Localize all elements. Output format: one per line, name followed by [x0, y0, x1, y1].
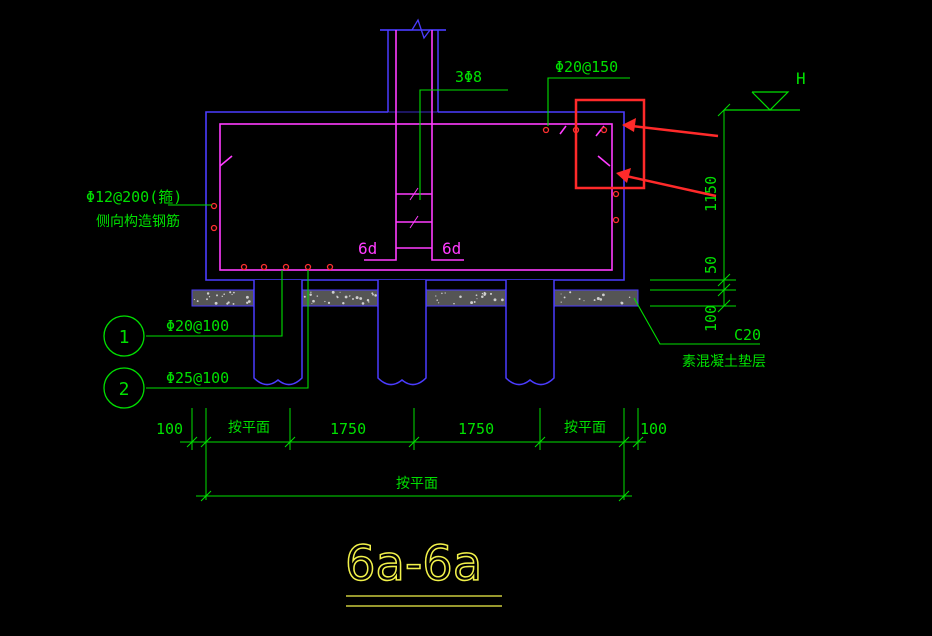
- stirrup-label: 3Φ8: [455, 68, 482, 86]
- rebar-dots: [210, 126, 620, 271]
- callout-1-number: 1: [119, 327, 130, 348]
- hook-length-left: 6d: [358, 239, 377, 258]
- dim-1750-right: 1750: [458, 420, 494, 438]
- dim-by-plan-right: 按平面: [564, 420, 606, 436]
- cushion-label: 素混凝土垫层: [682, 354, 766, 370]
- concrete-grade: C20: [734, 326, 761, 344]
- side-rebar-desc: 侧向构造钢筋: [96, 213, 180, 230]
- section-title: 6a-6a: [345, 536, 482, 592]
- dim-100-right: 100: [640, 420, 667, 438]
- pile-2: [377, 280, 427, 386]
- horizontal-dimension: [180, 408, 646, 502]
- callout-2-text: Φ25@100: [166, 369, 229, 387]
- piles: [253, 280, 555, 386]
- dim-100: 100: [702, 305, 720, 332]
- highlight-box: [574, 98, 646, 190]
- rebar-cage: [219, 30, 613, 271]
- hook-length-right: 6d: [442, 239, 461, 258]
- pile-1: [253, 280, 303, 386]
- callout-1: 1 Φ20@100: [103, 315, 229, 357]
- level-triangle-icon: [724, 91, 800, 111]
- level-mark: H: [796, 69, 806, 88]
- pile-3: [505, 280, 555, 386]
- dim-1750-left: 1750: [330, 420, 366, 438]
- vertical-dimension: [650, 103, 736, 313]
- callout-2-number: 2: [119, 379, 130, 400]
- dim-100-left: 100: [156, 420, 183, 438]
- callout-2: 2 Φ25@100: [103, 367, 229, 409]
- dim-50: 50: [702, 256, 720, 274]
- dim-overall: 按平面: [396, 476, 438, 492]
- callout-1-text: Φ20@100: [166, 317, 229, 335]
- arrow-icon: [616, 118, 719, 198]
- top-rebar-label: Φ20@150: [555, 58, 618, 76]
- leader-lines: [146, 77, 760, 389]
- dim-by-plan-left: 按平面: [228, 420, 270, 436]
- side-rebar-label: Φ12@200(箍): [86, 188, 182, 206]
